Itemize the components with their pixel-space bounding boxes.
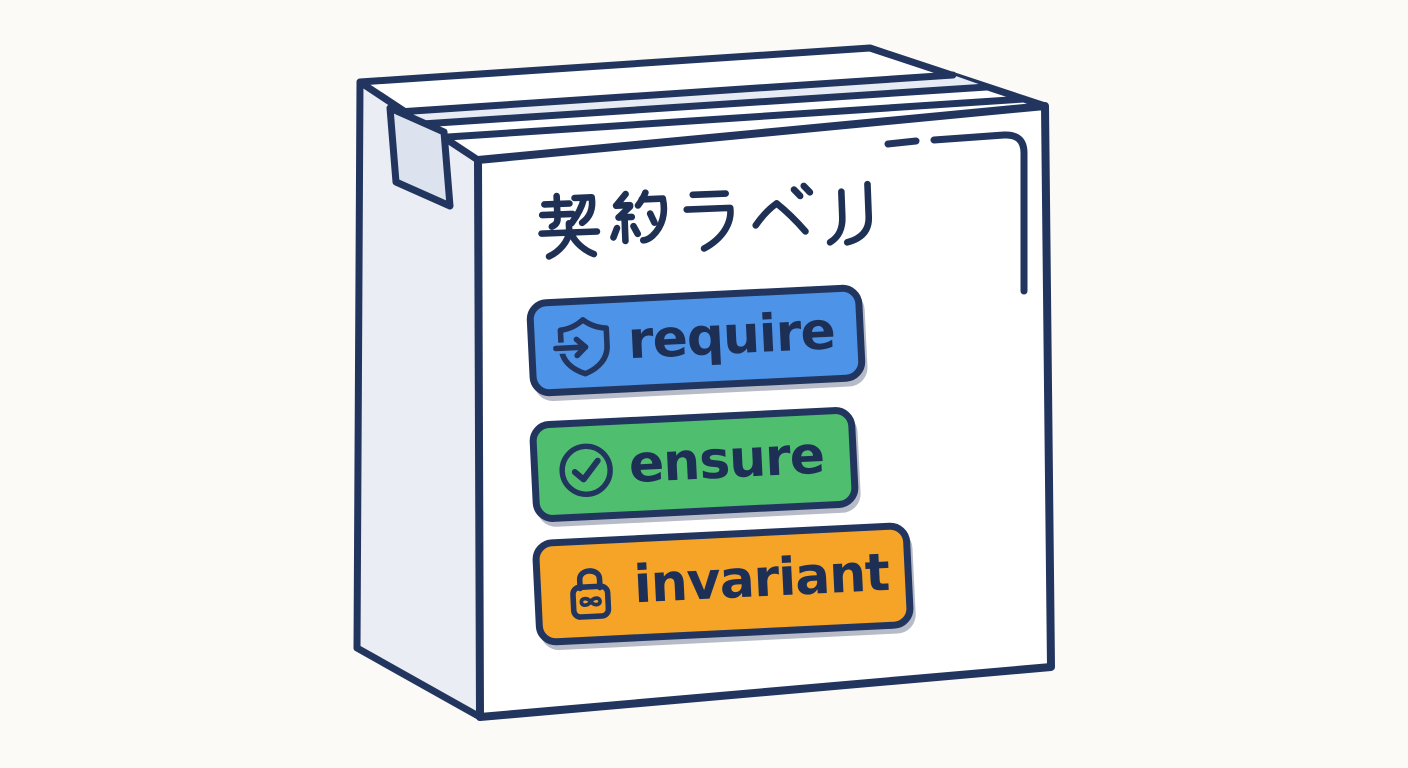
- title-glyph-ra: [683, 190, 734, 252]
- title-glyph-kei: [538, 192, 601, 260]
- box-flap: [386, 104, 454, 210]
- title-glyph-be: [752, 182, 814, 235]
- tape-seam-line: [418, 83, 991, 128]
- require-badge: require: [525, 283, 867, 398]
- lock-infinity-icon: [570, 568, 612, 620]
- tape-seam-line: [444, 95, 1028, 141]
- box-title: 契約ラベル: [534, 173, 897, 273]
- tape-stripe-fill: [398, 75, 987, 124]
- check-circle-icon: [559, 443, 613, 497]
- tape-seam-line: [394, 71, 957, 116]
- label-frame-dash: [884, 137, 920, 148]
- label-frame-corner: [930, 131, 1028, 295]
- title-glyph-ru: [826, 180, 873, 246]
- shield-arrow-icon: [552, 316, 610, 377]
- invariant-badge: invariant: [531, 521, 915, 647]
- ensure-badge: ensure: [528, 406, 860, 523]
- require-label: require: [626, 300, 837, 371]
- ensure-label: ensure: [627, 425, 826, 495]
- invariant-label: invariant: [632, 542, 891, 616]
- title-glyph-yaku: [610, 189, 668, 245]
